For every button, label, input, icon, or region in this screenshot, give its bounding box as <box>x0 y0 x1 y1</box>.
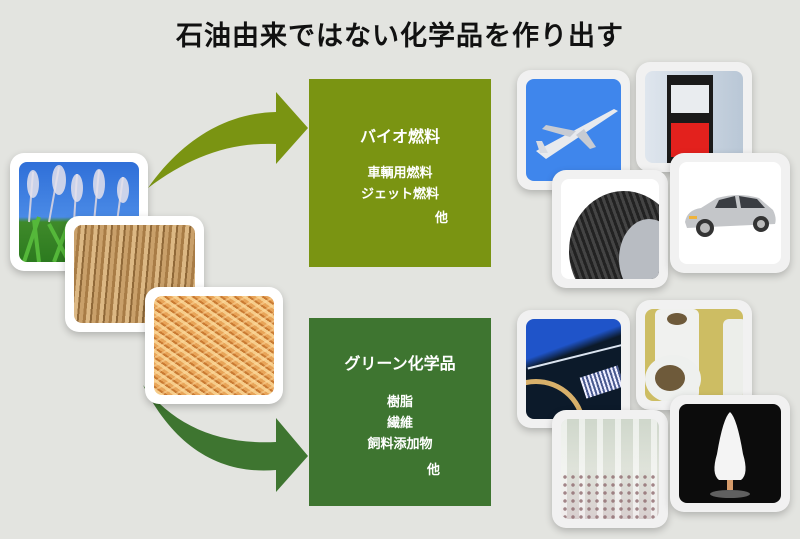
tire-photo <box>552 170 668 288</box>
car-photo <box>670 153 790 273</box>
green-chem-item: 飼料添加物 <box>367 437 433 452</box>
green-chem-items: 樹脂 繊維 飼料添加物 <box>309 392 491 455</box>
biofuel-heading: バイオ燃料 <box>359 127 440 146</box>
powder-flask-photo <box>670 395 790 512</box>
arrow-to-biofuel-icon <box>148 92 308 188</box>
biofuel-items: 車輌用燃料 ジェット燃料 <box>309 163 491 205</box>
green-chem-heading: グリーン化学品 <box>344 354 456 373</box>
green-chem-box: グリーン化学品 樹脂 繊維 飼料添加物 他 <box>309 318 491 506</box>
biofuel-box: バイオ燃料 車輌用燃料 ジェット燃料 他 <box>309 79 491 267</box>
corn-stalks-photo <box>65 216 204 332</box>
green-chem-item: 樹脂 <box>386 395 413 410</box>
arrow-to-green-chem-icon <box>143 385 308 492</box>
page-title: 石油由来ではない化学品を作り出す <box>176 21 624 52</box>
straw-photo <box>145 287 283 404</box>
fiber-photo <box>517 310 630 428</box>
film-rolls-photo <box>636 300 752 410</box>
green-chem-other: 他 <box>427 463 441 478</box>
curtain-photo <box>552 410 668 528</box>
gas-pump-photo <box>636 62 752 172</box>
biofuel-item: ジェット燃料 <box>360 187 439 202</box>
biofuel-item: 車輌用燃料 <box>367 166 433 181</box>
green-chem-item: 繊維 <box>386 416 413 431</box>
biofuel-other: 他 <box>435 211 449 226</box>
